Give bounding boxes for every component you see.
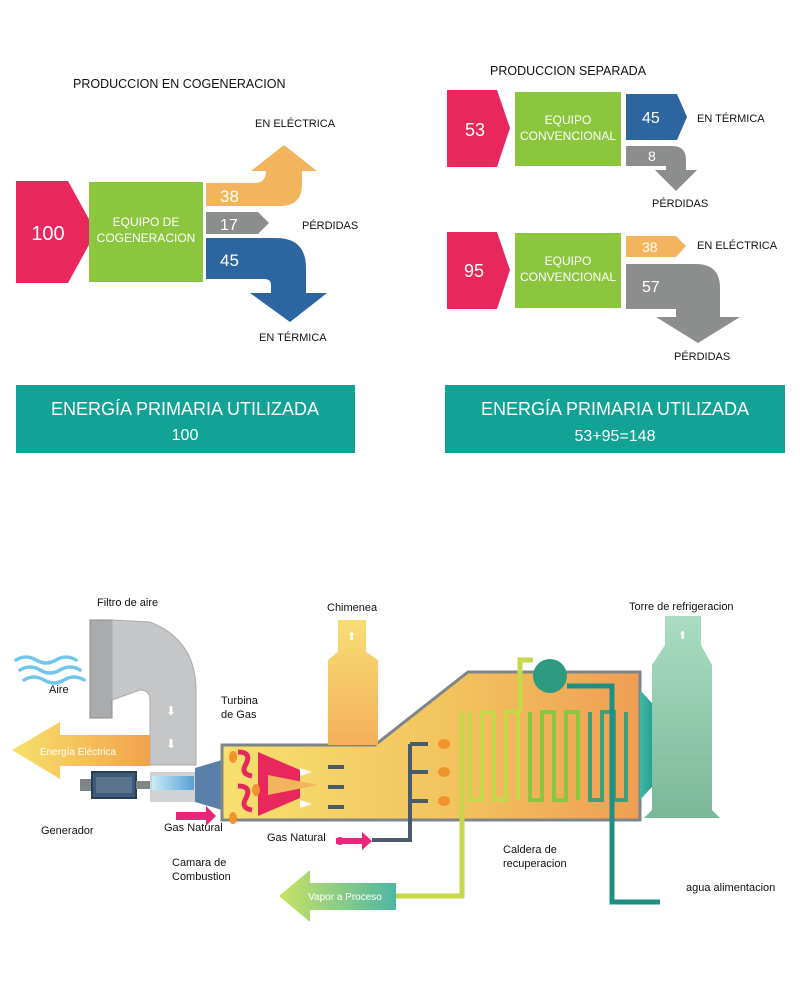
boiler-coils	[468, 710, 628, 802]
cogen-primary-energy-title: ENERGÍA PRIMARIA UTILIZADA	[51, 399, 319, 419]
combustion-chamber-label-line1: Camara de	[172, 857, 226, 869]
process-steam-label: Vapor a Proceso	[308, 892, 382, 903]
sep-electric-output-arrow	[626, 236, 686, 257]
sep-thermal-equipment-box	[515, 92, 621, 166]
cogen-losses-label: PÉRDIDAS	[302, 219, 358, 232]
sep-electric-equipment-line1: EQUIPO	[545, 254, 592, 268]
cogen-electric-value: 38	[220, 187, 239, 206]
natural-gas-turbine-label: Gas Natural	[164, 822, 223, 834]
cogen-thermal-arrow	[206, 238, 327, 322]
sep-electric-output-label: EN ELÉCTRICA	[697, 239, 778, 252]
sep-thermal-input-value: 53	[465, 120, 485, 140]
natural-gas-boiler-label: Gas Natural	[267, 832, 326, 844]
recovery-boiler-label-line1: Caldera de	[503, 844, 557, 856]
natural-gas-boiler-arrow	[336, 832, 372, 850]
chimney-label: Chimenea	[327, 602, 378, 614]
cogen-thermal-value: 45	[220, 251, 239, 270]
air-waves-icon	[14, 655, 86, 685]
sep-thermal-output-value: 45	[642, 110, 660, 127]
feed-water-pipe	[567, 683, 660, 905]
sep-thermal-output-arrow	[626, 94, 687, 140]
natural-gas-turbine-arrow	[176, 806, 216, 826]
steam-drum	[533, 659, 567, 693]
sep-electric-equipment-line2: CONVENCIONAL	[520, 270, 616, 284]
sep-electric-input-value: 95	[464, 261, 484, 281]
sep-thermal-losses-arrow	[626, 146, 697, 191]
cogen-equipment-box	[89, 182, 203, 282]
sep-electric-equipment-box	[515, 233, 621, 308]
natural-gas-boiler-source	[336, 837, 344, 845]
turbine-blades	[328, 765, 344, 809]
sep-primary-energy-value: 53+95=148	[575, 428, 656, 445]
cogen-primary-energy-value: 100	[172, 427, 199, 444]
generator-label: Generador	[41, 825, 94, 837]
burner-gas-pipe	[372, 742, 428, 842]
sep-electric-losses-arrow	[626, 264, 740, 343]
sep-thermal-equipment-line1: EQUIPO	[545, 113, 592, 127]
process-steam-pipe	[396, 712, 465, 899]
compressor-cone	[195, 760, 222, 810]
feed-water-label: agua alimentacion	[686, 882, 775, 894]
gas-turbine-label-line2: de Gas	[221, 709, 257, 721]
chimney-arrow-icon: ⬆	[347, 631, 356, 643]
sep-thermal-equipment-line2: CONVENCIONAL	[520, 129, 616, 143]
generator-body	[96, 777, 132, 793]
cogen-thermal-label: EN TÉRMICA	[259, 331, 327, 344]
sep-thermal-input-arrow	[447, 90, 510, 167]
air-filter-label: Filtro de aire	[97, 597, 158, 609]
combustion-chamber-label-line2: Combustion	[172, 871, 231, 883]
generator-coupling	[136, 781, 152, 789]
cogen-equipment-label-line1: EQUIPO DE	[113, 215, 180, 229]
gas-turbine-label-line1: Turbina	[221, 695, 259, 707]
process-steam-arrow	[279, 870, 396, 922]
tower-arrow-icon: ⬆	[678, 630, 687, 642]
cogen-primary-energy-box	[16, 385, 355, 453]
electric-energy-arrow	[12, 722, 150, 779]
combustion-chamber	[237, 749, 318, 816]
sep-electric-losses-value: 57	[642, 279, 660, 296]
cogen-electric-label: EN ELÉCTRICA	[255, 117, 336, 130]
recovery-boiler-label-line2: recuperacion	[503, 858, 567, 870]
gas-flow-arrows	[300, 768, 312, 808]
cooling-tower	[644, 616, 720, 818]
air-filter	[89, 619, 113, 719]
cogen-losses-arrow	[206, 212, 269, 234]
cogen-equipment-label-line2: COGENERACION	[97, 231, 196, 245]
sep-thermal-losses-value: 8	[648, 148, 656, 164]
generator-shaft	[80, 779, 92, 791]
sep-electric-output-value: 38	[642, 239, 658, 255]
cogen-input-value: 100	[31, 223, 64, 245]
cogen-input-arrow	[16, 181, 96, 283]
compressor-shaft	[152, 776, 194, 790]
cogen-electric-arrow	[206, 145, 317, 206]
duct-arrow-icon: ⬇	[166, 704, 176, 718]
sep-primary-energy-box	[445, 385, 785, 453]
air-duct	[111, 619, 197, 766]
chimney	[328, 620, 378, 745]
cogen-losses-value: 17	[220, 217, 238, 234]
separate-title: PRODUCCION SEPARADA	[490, 64, 647, 78]
air-label: Aire	[49, 684, 69, 696]
sep-primary-energy-title: ENERGÍA PRIMARIA UTILIZADA	[481, 399, 749, 419]
electric-energy-label: Energía Eléctrica	[40, 747, 117, 758]
steam-pipe-upper	[517, 657, 533, 712]
sep-thermal-losses-label: PÉRDIDAS	[652, 197, 708, 210]
burner-flame-icon	[438, 739, 450, 806]
cogeneration-title: PRODUCCION EN COGENERACION	[73, 77, 286, 91]
sep-thermal-output-label: EN TÉRMICA	[697, 112, 765, 125]
sep-electric-losses-label: PÉRDIDAS	[674, 350, 730, 363]
sep-electric-input-arrow	[447, 232, 510, 309]
duct-arrow-icon: ⬇	[166, 737, 176, 751]
cooling-tower-label: Torre de refrigeracion	[629, 601, 734, 613]
flame-icon	[229, 751, 260, 824]
